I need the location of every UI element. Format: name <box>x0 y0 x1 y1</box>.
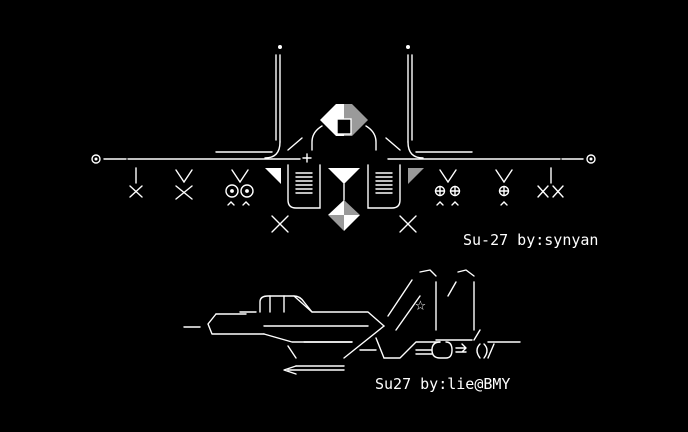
side-view-fuselage <box>263 325 441 375</box>
side-view-canopy <box>259 295 385 327</box>
right-intake <box>367 164 424 233</box>
star-emblem: ☆ <box>415 294 426 315</box>
left-wing <box>91 137 303 164</box>
bottom-caption: Su27 by:lie@BMY <box>375 375 511 393</box>
cockpit-canopy <box>302 104 377 163</box>
fuselage-underside <box>328 168 360 231</box>
right-wing-stores <box>434 167 564 206</box>
left-wing-stores <box>129 167 254 206</box>
left-vertical-tail <box>264 45 282 159</box>
su27-side-view <box>183 269 521 375</box>
su27-front-view <box>91 45 596 233</box>
top-caption: Su-27 by:synyan <box>463 231 599 249</box>
left-intake <box>265 164 321 233</box>
side-view-engine <box>415 341 495 359</box>
right-wing <box>385 137 596 164</box>
side-view-nose <box>183 311 265 335</box>
right-vertical-tail <box>406 45 424 159</box>
side-view-tail <box>387 269 521 343</box>
